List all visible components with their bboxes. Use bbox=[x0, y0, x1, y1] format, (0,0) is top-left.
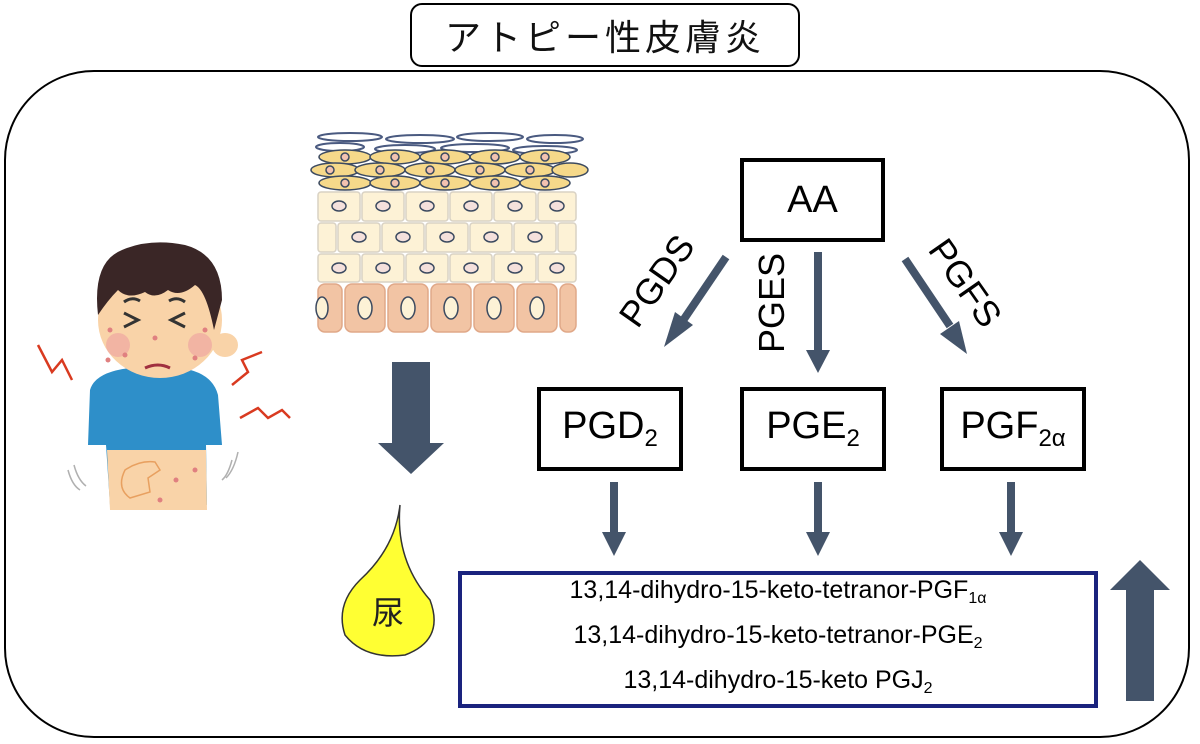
itchy-child-icon bbox=[36, 242, 291, 510]
metabolism-arrows bbox=[602, 482, 1023, 556]
enzyme-label-pges: PGES bbox=[751, 252, 793, 354]
metabolite-line: 13,14-dihydro-15-keto PGJ2 bbox=[623, 666, 933, 697]
pge2-box: PGE2 bbox=[740, 387, 886, 471]
metabolite-line: 13,14-dihydro-15-keto-tetranor-PGE2 bbox=[573, 621, 983, 652]
skin-layers-icon bbox=[310, 132, 589, 333]
pgf2a-label: PGF2α bbox=[960, 405, 1066, 452]
urine-drop-icon bbox=[341, 504, 435, 657]
diagram-title: アトピー性皮膚炎 bbox=[410, 3, 800, 67]
pgd2-label: PGD2 bbox=[562, 405, 658, 452]
enzyme-arrow-pgds bbox=[664, 254, 730, 347]
enzyme-arrow-pgfs bbox=[901, 256, 967, 354]
pge2-label: PGE2 bbox=[766, 405, 860, 452]
aa-box: AA bbox=[740, 158, 885, 242]
enzyme-arrow-pges bbox=[806, 252, 830, 373]
urinary-metabolites-box: 13,14-dihydro-15-keto-tetranor-PGF1α 13,… bbox=[458, 571, 1098, 708]
excretion-arrow bbox=[378, 362, 444, 474]
aa-label: AA bbox=[787, 178, 838, 221]
urine-label: 尿 bbox=[371, 594, 404, 632]
metabolite-line: 13,14-dihydro-15-keto-tetranor-PGF1α bbox=[569, 576, 987, 607]
pgf2a-box: PGF2α bbox=[940, 387, 1086, 471]
pgd2-box: PGD2 bbox=[537, 387, 683, 471]
increase-arrow bbox=[1110, 560, 1170, 701]
